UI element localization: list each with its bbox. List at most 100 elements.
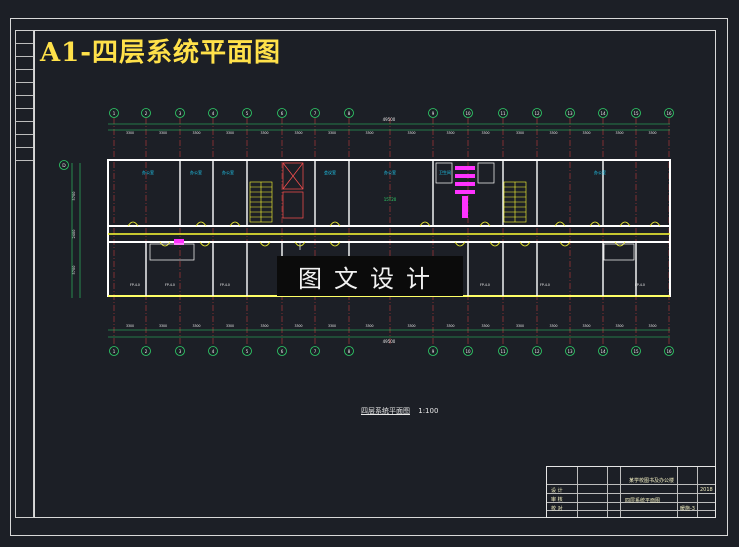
door-swing xyxy=(127,221,139,227)
room-label: 办公室 xyxy=(384,169,396,175)
axis-bubble xyxy=(109,108,119,118)
fan-coil-label: FP-4.0 xyxy=(165,283,175,287)
building-walls xyxy=(107,159,671,297)
dimension-label: 3300 xyxy=(226,131,234,135)
axis-bubble xyxy=(109,346,119,356)
axis-label: 13 xyxy=(567,111,573,116)
titleblock-role-review: 审 核 xyxy=(551,497,563,503)
dimension-label: 3300 xyxy=(648,324,656,328)
dimension-label: 3300 xyxy=(516,324,524,328)
axis-label: 11 xyxy=(500,349,506,354)
axis-bubble xyxy=(175,346,185,356)
axis-bubble xyxy=(428,346,438,356)
dimension-label: 3300 xyxy=(294,131,302,135)
door-swing xyxy=(619,221,631,227)
room-label: 办公室 xyxy=(142,169,154,175)
door-swing xyxy=(329,241,341,247)
door-swing xyxy=(649,221,661,227)
axis-label: 6 xyxy=(281,111,284,116)
axis-bubble xyxy=(208,346,218,356)
dimension-label: 3300 xyxy=(407,131,415,135)
dimension-label: 3300 xyxy=(582,131,590,135)
axis-label: 12 xyxy=(534,349,540,354)
axis-bubble xyxy=(532,108,542,118)
dimension-labels-top: 3300 3300 3300 3300 3300 3300 3300 3300 3300 3300… xyxy=(126,131,657,135)
axis-label: 11 xyxy=(500,111,506,116)
axis-bubble xyxy=(631,346,641,356)
toilet-partitions xyxy=(149,162,635,261)
dimension-label: 3300 xyxy=(365,131,373,135)
door-swing xyxy=(259,241,271,247)
dimension-label: 3300 xyxy=(192,324,200,328)
axis-label: 4 xyxy=(212,349,215,354)
titleblock-sheet-no: 暖施-3 xyxy=(680,506,695,512)
axis-bubble xyxy=(498,108,508,118)
titleblock-date: 2018 xyxy=(700,487,713,493)
dimension-left-3: 5700 xyxy=(72,266,76,275)
axis-bubble xyxy=(598,108,608,118)
door-swing xyxy=(329,221,341,227)
axis-label: 10 xyxy=(465,349,471,354)
axis-bubble xyxy=(242,108,252,118)
dimension-label: 3300 xyxy=(516,131,524,135)
dimension-label: 3300 xyxy=(446,131,454,135)
axis-label: 6 xyxy=(281,349,284,354)
plan-caption-text: 四层系统平面图 xyxy=(361,407,410,415)
door-swing xyxy=(454,241,466,247)
dimension-label: 3300 xyxy=(226,324,234,328)
plan-caption: 四层系统平面图 1:100 xyxy=(361,406,438,416)
dimension-label: 3300 xyxy=(549,131,557,135)
dimension-label: 3300 xyxy=(648,131,656,135)
plan-scale: 1:100 xyxy=(418,407,439,415)
axis-label: 16 xyxy=(666,111,672,116)
dimension-label: 3300 xyxy=(615,131,623,135)
dimension-label: 3300 xyxy=(260,131,268,135)
axis-label: 15 xyxy=(633,111,639,116)
axis-label: 7 xyxy=(314,111,317,116)
door-swing xyxy=(519,241,531,247)
axis-bubble xyxy=(532,346,542,356)
room-labels-top: 办公室办公室办公室会议室办公室卫生间办公室 xyxy=(142,169,606,175)
axis-label: 4 xyxy=(212,111,215,116)
fan-coil-label: FP-4.0 xyxy=(635,283,645,287)
dimension-label: 3300 xyxy=(126,131,134,135)
axis-bubble xyxy=(310,108,320,118)
axis-label: 8 xyxy=(348,349,351,354)
dimension-left-1: 5700 xyxy=(72,192,76,201)
door-swing xyxy=(559,241,571,247)
elevator-shafts xyxy=(282,162,304,219)
axis-bubble xyxy=(463,346,473,356)
axis-label: 9 xyxy=(432,349,435,354)
axis-label: 1 xyxy=(113,349,116,354)
door-swing xyxy=(554,221,566,227)
door-swing xyxy=(195,221,207,227)
dimension-label: 3300 xyxy=(481,131,489,135)
axis-label: 2 xyxy=(145,111,148,116)
titleblock-role-check: 校 对 xyxy=(551,506,563,512)
total-dimension-bottom: 49500 xyxy=(383,339,396,344)
door-swing xyxy=(614,241,626,247)
dimension-label: 3300 xyxy=(159,324,167,328)
dimension-label: 3300 xyxy=(294,324,302,328)
dimension-label: 3300 xyxy=(328,324,336,328)
dimension-label: 3300 xyxy=(549,324,557,328)
axis-label: 2 xyxy=(145,349,148,354)
door-swing xyxy=(419,221,431,227)
axis-label: 9 xyxy=(432,111,435,116)
axis-bubble xyxy=(664,346,674,356)
axis-bubble xyxy=(277,346,287,356)
titleblock-project: 某学校图书及办公楼 xyxy=(629,478,675,484)
axis-label: 1 xyxy=(113,111,116,116)
room-label: 办公室 xyxy=(222,169,234,175)
door-swing xyxy=(159,241,171,247)
axis-label: 15 xyxy=(633,349,639,354)
dimension-label: 3300 xyxy=(192,131,200,135)
staircase-right xyxy=(503,181,527,223)
sheet-title: A1-四层系统平面图 xyxy=(40,38,282,68)
dimension-label: 3300 xyxy=(481,324,489,328)
